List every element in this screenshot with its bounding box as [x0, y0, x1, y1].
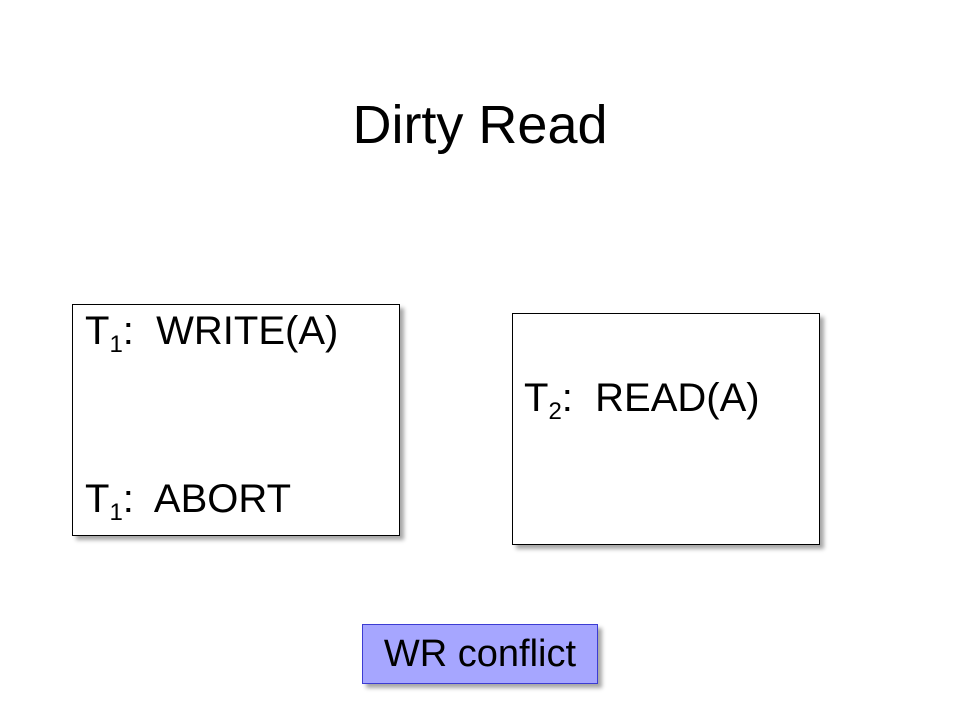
t1-abort-subscript: 1: [109, 499, 123, 526]
t2-read-text: : READ(A): [561, 376, 760, 420]
t1-write-text: : WRITE(A): [122, 309, 339, 353]
t1-write-subscript: 1: [109, 331, 123, 358]
t2-read-prefix: T: [524, 376, 549, 420]
t1-write-prefix: T: [85, 309, 110, 353]
t1-abort-text: : ABORT: [122, 477, 291, 521]
slide-title: Dirty Read: [352, 95, 608, 155]
t1-abort-statement: T1: ABORT: [85, 475, 291, 529]
t1-abort-prefix: T: [85, 477, 110, 521]
wr-conflict-label: WR conflict: [362, 624, 598, 684]
transaction-t1-box: T1: WRITE(A) T1: ABORT: [72, 304, 400, 536]
t1-write-statement: T1: WRITE(A): [85, 307, 338, 361]
t2-read-statement: T2: READ(A): [524, 374, 760, 428]
transaction-t2-box: T2: READ(A): [512, 313, 820, 545]
t2-read-subscript: 2: [548, 398, 562, 425]
